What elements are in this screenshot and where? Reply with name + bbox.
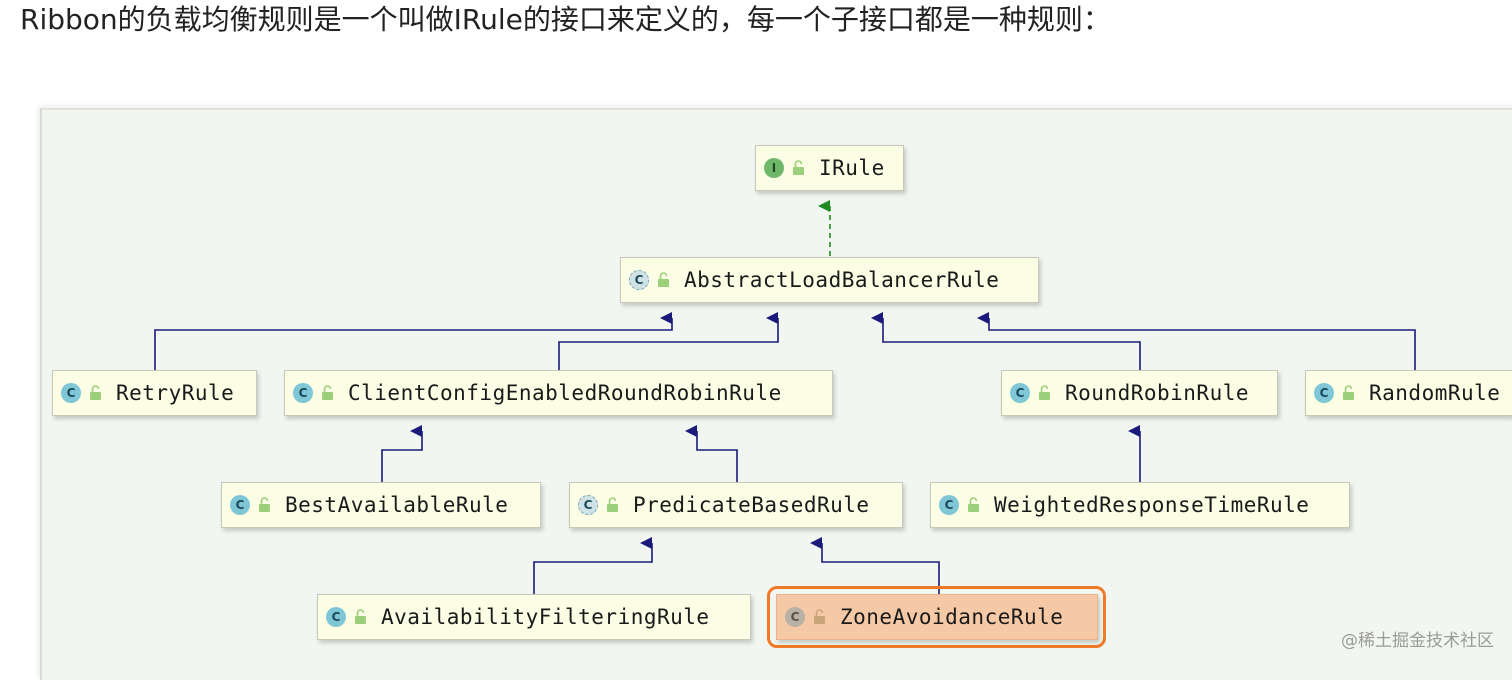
abstract-class-icon: C	[629, 270, 649, 290]
unlocked-icon	[607, 497, 618, 512]
node-availability-filtering-rule[interactable]: C AvailabilityFilteringRule	[317, 594, 751, 640]
node-predicate-based-rule[interactable]: C PredicateBasedRule	[569, 482, 903, 528]
node-label: PredicateBasedRule	[633, 493, 870, 517]
edge-predicate-to-clientconfig	[685, 425, 738, 482]
node-label: ZoneAvoidanceRule	[840, 605, 1064, 629]
interface-icon: I	[764, 158, 784, 178]
unlocked-icon	[259, 497, 270, 512]
abstract-class-icon: C	[578, 495, 598, 515]
node-label: BestAvailableRule	[285, 493, 509, 517]
node-label: AvailabilityFilteringRule	[381, 605, 710, 629]
class-icon: C	[1010, 383, 1030, 403]
class-icon: C	[1314, 383, 1334, 403]
unlocked-icon	[814, 609, 825, 624]
edge-clientconfig-to-abstract	[558, 312, 779, 370]
edge-availability-to-predicate	[533, 537, 653, 594]
node-label: RoundRobinRule	[1065, 381, 1250, 405]
edge-bestavailable-to-clientconfig	[381, 425, 423, 482]
highlight-ring	[767, 586, 1106, 648]
unlocked-icon	[90, 385, 101, 400]
edge-random-to-abstract	[977, 312, 1416, 370]
unlocked-icon	[1039, 385, 1050, 400]
unlocked-icon	[1343, 385, 1354, 400]
class-icon: C	[293, 383, 313, 403]
class-icon: C	[785, 607, 805, 627]
unlocked-icon	[322, 385, 333, 400]
node-random-rule[interactable]: C RandomRule	[1305, 370, 1512, 416]
unlocked-icon	[793, 160, 804, 175]
unlocked-icon	[355, 609, 366, 624]
class-icon: C	[230, 495, 250, 515]
node-round-robin-rule[interactable]: C RoundRobinRule	[1001, 370, 1278, 416]
node-label: RandomRule	[1369, 381, 1501, 405]
node-weighted-response-time-rule[interactable]: C WeightedResponseTimeRule	[930, 482, 1350, 528]
node-label: WeightedResponseTimeRule	[994, 493, 1310, 517]
edge-zone-to-predicate	[810, 537, 940, 594]
edge-roundrobin-to-abstract	[871, 312, 1141, 370]
edge-retry-to-abstract	[154, 312, 673, 370]
class-icon: C	[61, 383, 81, 403]
unlocked-icon	[658, 272, 669, 287]
node-retry-rule[interactable]: C RetryRule	[52, 370, 257, 416]
unlocked-icon	[968, 497, 979, 512]
node-label: RetryRule	[116, 381, 235, 405]
node-abstract-load-balancer-rule[interactable]: C AbstractLoadBalancerRule	[620, 257, 1039, 303]
watermark: @稀土掘金技术社区	[1341, 631, 1494, 651]
class-icon: C	[939, 495, 959, 515]
node-label: IRule	[819, 156, 885, 180]
node-irule[interactable]: I IRule	[755, 145, 904, 191]
node-label: AbstractLoadBalancerRule	[684, 268, 1000, 292]
node-label: ClientConfigEnabledRoundRobinRule	[348, 381, 782, 405]
page-heading: Ribbon的负载均衡规则是一个叫做IRule的接口来定义的，每一个子接口都是一…	[20, 3, 1111, 36]
node-best-available-rule[interactable]: C BestAvailableRule	[221, 482, 541, 528]
class-icon: C	[326, 607, 346, 627]
node-zone-avoidance-rule[interactable]: C ZoneAvoidanceRule	[776, 594, 1098, 640]
node-client-config-enabled-round-robin-rule[interactable]: C ClientConfigEnabledRoundRobinRule	[284, 370, 833, 416]
